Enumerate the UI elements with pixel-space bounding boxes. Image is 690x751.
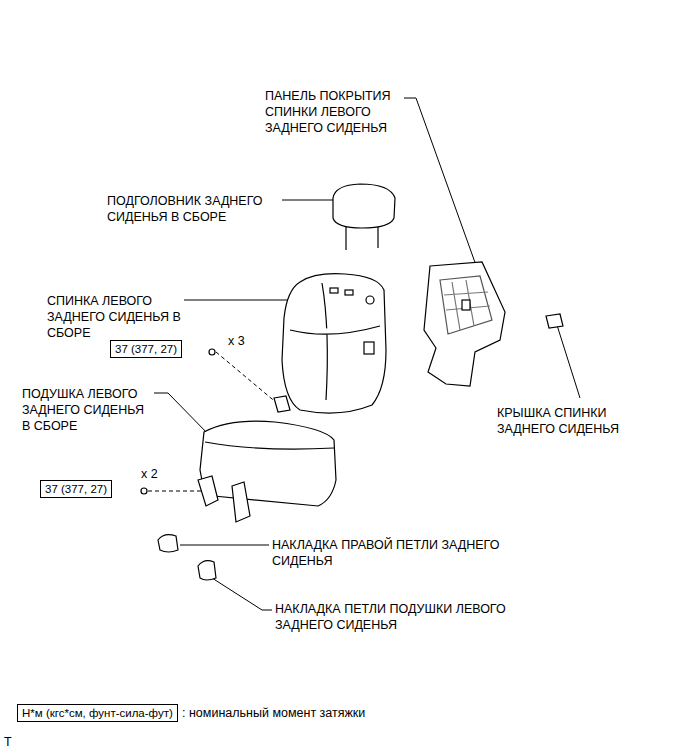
torque-value: Н*м (кгс*см, фунт-сила-фут) bbox=[22, 706, 173, 720]
legend-note: : номинальный момент затяжки bbox=[182, 705, 442, 721]
leader-line bbox=[282, 200, 334, 201]
unit-legend-box: Н*м (кгс*см, фунт-сила-фут) bbox=[17, 704, 178, 722]
quantity: x 3 bbox=[228, 333, 258, 349]
torque-value: 37 (377, 27) bbox=[45, 482, 107, 496]
leader-line bbox=[216, 352, 278, 404]
part-name: КРЫШКА СПИНКИ ЗАДНЕГО СИДЕНЬЯ bbox=[497, 405, 647, 437]
torque-box: 37 (377, 27) bbox=[110, 340, 182, 358]
leader-line bbox=[212, 578, 272, 610]
figure-code: T bbox=[4, 734, 24, 750]
seat-cushion bbox=[141, 421, 336, 522]
seatback-cover bbox=[546, 314, 563, 328]
leader-line bbox=[154, 393, 212, 438]
part-name: ПОДГОЛОВНИК ЗАДНЕГО СИДЕНЬЯ В СБОРЕ bbox=[107, 193, 279, 225]
part-name: ПОДУШКА ЛЕВОГО ЗАДНЕГО СИДЕНЬЯ В СБОРЕ bbox=[22, 386, 152, 434]
bolt bbox=[209, 349, 215, 355]
part-name: НАКЛАДКА ПРАВОЙ ПЕТЛИ ЗАДНЕГО СИДЕНЬЯ bbox=[272, 537, 532, 569]
leader-line bbox=[148, 491, 204, 492]
headrest bbox=[333, 184, 395, 250]
hinge-cover bbox=[158, 535, 178, 552]
part-name: ПАНЕЛЬ ПОКРЫТИЯ СПИНКИ ЛЕВОГО ЗАДНЕГО СИ… bbox=[265, 88, 405, 136]
leader-line bbox=[180, 545, 269, 546]
quantity: x 2 bbox=[141, 466, 171, 482]
seatback bbox=[274, 274, 386, 413]
hinge-cover bbox=[198, 561, 216, 580]
part-name: СПИНКА ЛЕВОГО ЗАДНЕГО СИДЕНЬЯ В СБОРЕ bbox=[47, 293, 182, 341]
leader-line bbox=[556, 322, 580, 398]
leader-line bbox=[404, 98, 482, 282]
part-name: НАКЛАДКА ПЕТЛИ ПОДУШКИ ЛЕВОГО ЗАДНЕГО СИ… bbox=[275, 601, 535, 633]
torque-box: 37 (377, 27) bbox=[40, 480, 112, 498]
seatback-cover-panel bbox=[424, 262, 505, 386]
torque-value: 37 (377, 27) bbox=[115, 342, 177, 356]
leader-line bbox=[184, 300, 292, 301]
